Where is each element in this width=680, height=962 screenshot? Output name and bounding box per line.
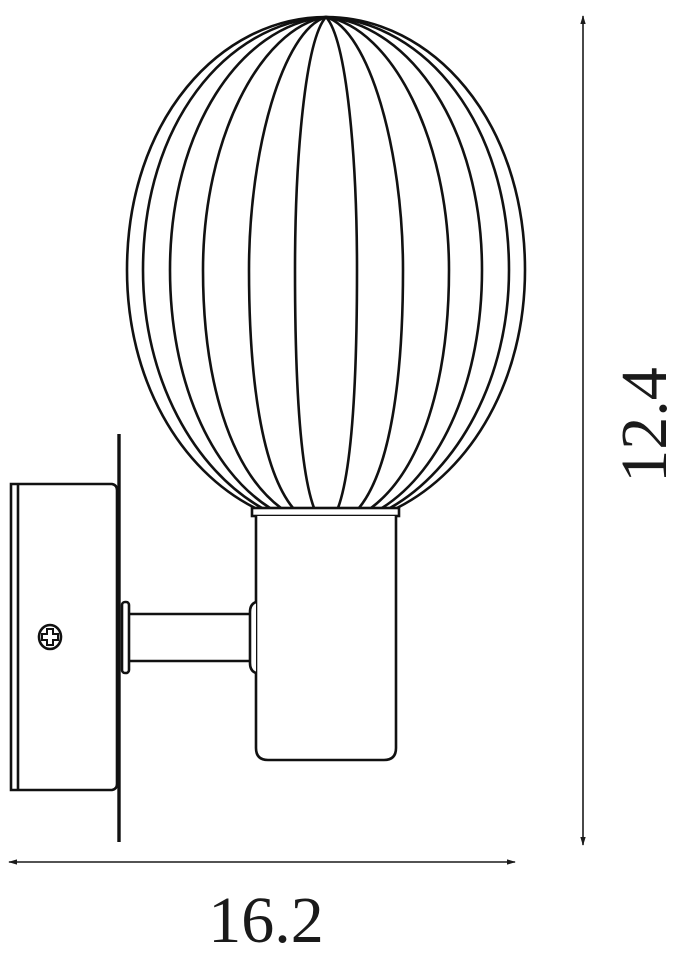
shade-rib — [168, 15, 327, 510]
shade-collar — [250, 506, 401, 518]
shade-rib — [325, 15, 511, 510]
width-dimension-label: 16.2 — [208, 884, 324, 957]
arm-holder-cap — [248, 600, 257, 675]
shade-rib — [325, 15, 405, 509]
shade-rib — [293, 16, 327, 509]
shade-rib — [325, 15, 451, 510]
shade-rib — [247, 15, 327, 509]
shade-rib — [325, 16, 359, 509]
phillips-screw-icon — [37, 623, 63, 651]
shade-rib — [141, 15, 327, 510]
lamp-holder-cylinder — [254, 516, 398, 762]
mount-box — [9, 482, 119, 792]
shade-rib — [201, 15, 327, 510]
arm — [120, 600, 257, 675]
shade-rib — [325, 15, 484, 510]
height-dimension-label: 12.4 — [608, 367, 680, 483]
glass-shade — [125, 15, 527, 510]
arm-wall-cap — [120, 600, 131, 675]
wall-mount — [9, 434, 121, 842]
